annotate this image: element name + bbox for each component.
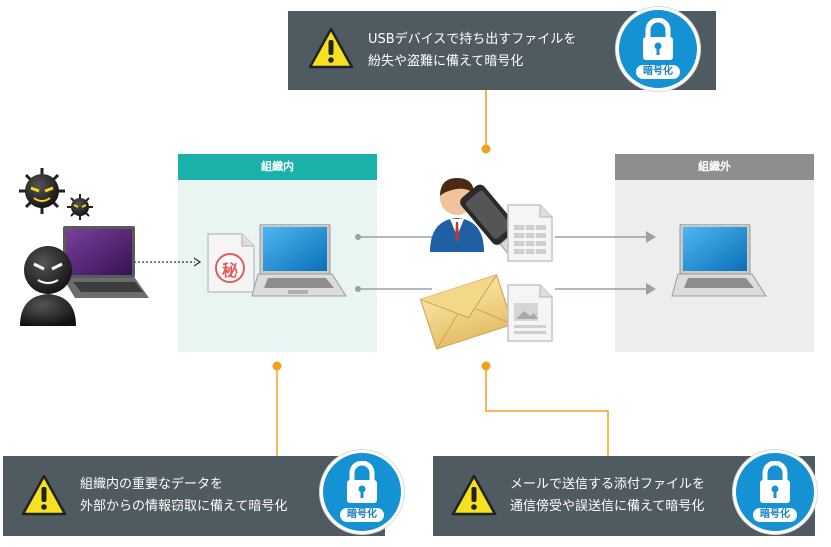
callout-usb-line1: USBデバイスで持ち出すファイルを xyxy=(368,32,577,47)
laptop-icon xyxy=(63,226,149,298)
callout-internal-line2: 外部からの情報窃取に備えて暗号化 xyxy=(80,499,288,514)
lock-badge-right: 暗号化 xyxy=(733,450,817,534)
laptop-icon xyxy=(671,224,767,297)
secret-mark: 秘 xyxy=(221,261,238,280)
callout-usb-line2: 紛失や盗難に備えて暗号化 xyxy=(368,54,524,69)
lock-label-right: 暗号化 xyxy=(753,508,797,522)
connector-dot-top xyxy=(481,144,491,154)
hacker-icon xyxy=(20,246,76,326)
warning-icon xyxy=(451,474,497,516)
zone-outside-header: 組織外 xyxy=(615,154,814,180)
spreadsheet-document-icon xyxy=(507,204,553,262)
lock-icon xyxy=(760,461,790,503)
warning-icon xyxy=(21,474,67,516)
lock-icon xyxy=(347,461,377,503)
confidential-document-icon xyxy=(207,233,255,293)
lock-label-left: 暗号化 xyxy=(340,508,384,522)
callout-email-line2: 通信傍受や誤送信に備えて暗号化 xyxy=(510,499,705,514)
arrow-icon xyxy=(646,231,656,243)
connector-dot-left xyxy=(272,361,282,371)
lock-badge-left: 暗号化 xyxy=(320,450,404,534)
connector-dot-right xyxy=(481,361,491,371)
warning-icon xyxy=(308,27,354,69)
lock-badge-top: 暗号化 xyxy=(616,7,700,91)
arrow-icon xyxy=(646,283,656,295)
envelope-icon xyxy=(420,274,512,350)
virus-icon xyxy=(67,194,93,220)
laptop-icon xyxy=(251,224,347,297)
zone-inside-header: 組織内 xyxy=(178,154,377,180)
image-document-icon xyxy=(507,284,553,342)
callout-email-line1: メールで送信する添付ファイルを xyxy=(510,477,706,492)
virus-icon xyxy=(19,168,65,214)
lock-icon xyxy=(643,18,673,60)
arrow-icon xyxy=(193,257,202,267)
lock-label-top: 暗号化 xyxy=(636,65,680,79)
callout-internal-line1: 組織内の重要なデータを xyxy=(80,477,224,492)
connector-right xyxy=(485,366,609,456)
